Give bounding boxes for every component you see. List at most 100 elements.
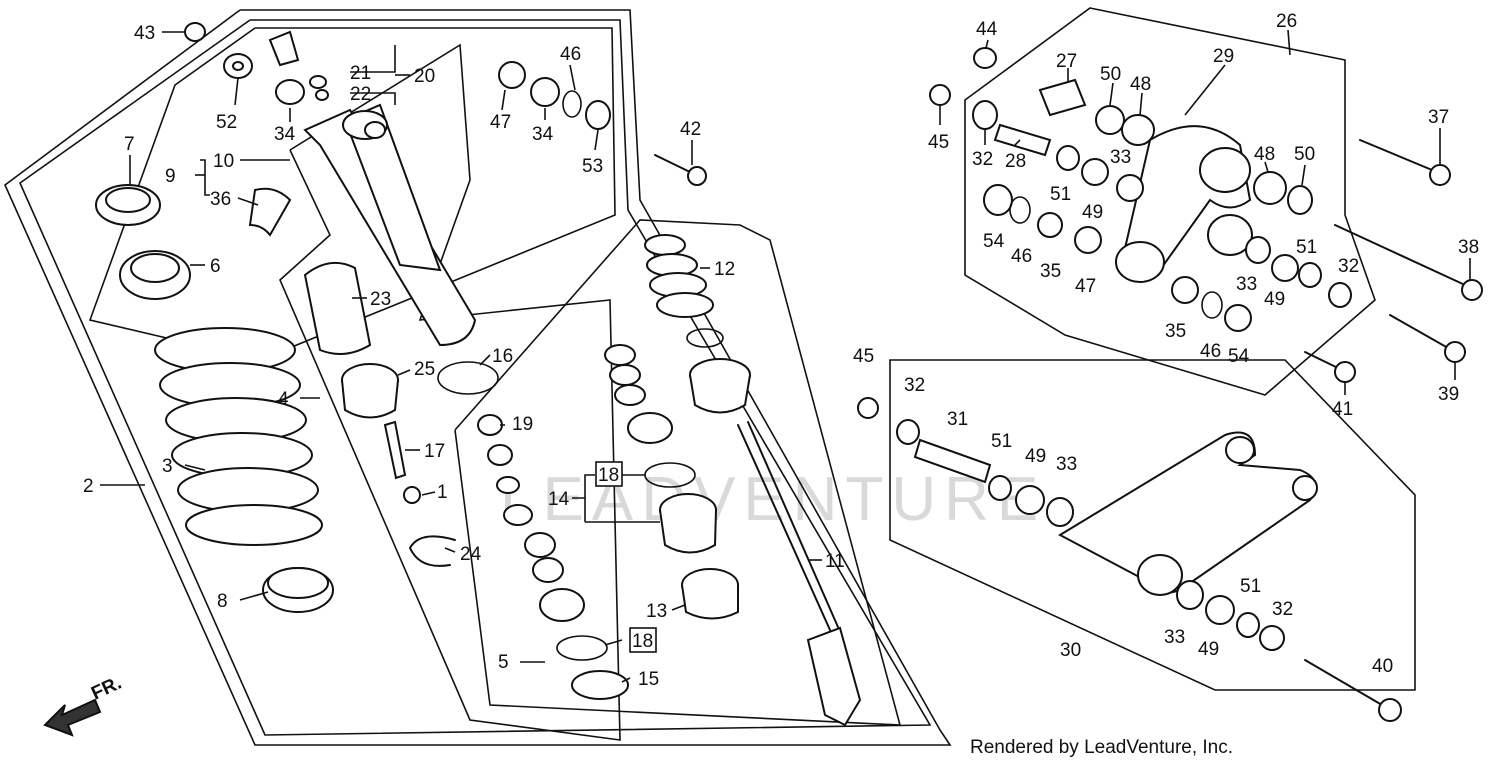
callout-6: 6 [210,256,221,277]
callout-46-b: 46 [1011,246,1032,267]
shock-assembly-outline [4,9,952,746]
callout-2: 2 [83,476,94,497]
nut-43 [184,22,206,42]
shock-link-30 [1057,431,1318,596]
callout-49-d: 49 [1198,639,1219,660]
callout-45-a: 45 [928,132,949,153]
lock-nut-lower [119,250,191,300]
callout-43: 43 [134,23,155,44]
callout-28: 28 [1005,151,1026,172]
callout-34-a: 34 [274,124,296,145]
callout-3: 3 [162,456,173,477]
callout-25: 25 [414,359,435,380]
reservoir-cap-25 [341,363,399,419]
callout-16: 16 [492,346,513,367]
callout-51-d: 51 [1240,576,1261,597]
damper-rod-outline [454,219,902,726]
callout-33-c: 33 [1056,454,1077,475]
circlip-24 [409,535,456,567]
callout-32-b: 32 [1338,256,1359,277]
callout-39: 39 [1438,384,1459,405]
callout-51-b: 51 [1296,237,1317,258]
lock-nut-upper [95,184,161,226]
callout-9: 9 [165,166,176,187]
callout-45-b: 45 [853,346,874,367]
callout-33-a: 33 [1110,147,1131,168]
callout-12: 12 [714,259,735,280]
callout-42: 42 [680,119,701,140]
cylinder-cap [689,358,751,414]
callout-10: 10 [213,151,234,172]
boxed-callout-18-lower [629,627,657,653]
callout-24: 24 [460,544,482,565]
callout-1: 1 [437,482,448,503]
callout-41: 41 [1332,399,1353,420]
callout-labels: 1 2 3 4 5 6 7 8 9 10 11 12 13 14 15 16 1… [83,11,1479,690]
callout-54-a: 54 [983,231,1005,252]
callout-26: 26 [1276,11,1297,32]
caution-label-36 [248,187,292,237]
callout-51-c: 51 [991,431,1012,452]
callout-47-a: 47 [490,112,511,133]
callout-14: 14 [548,489,570,510]
callout-23: 23 [370,289,391,310]
bushing-20 [268,30,329,105]
nut-44 [973,47,997,69]
callout-50-a: 50 [1100,64,1121,85]
callout-21: 21 [350,63,371,84]
callout-29: 29 [1213,46,1234,67]
collar-28 [993,123,1052,157]
callout-53: 53 [582,156,603,177]
callout-22: 22 [350,84,371,105]
arm-bearings [972,100,1352,332]
bump-rubber-12 [644,234,714,318]
bolt-39 [1389,314,1466,363]
bolt-40 [1304,659,1402,722]
callout-32-c: 32 [904,375,925,396]
callout-51-a: 51 [1050,184,1071,205]
shock-arm-29 [1115,125,1253,283]
nut-45-upper [929,84,951,106]
rod-bearings [896,419,1285,651]
callout-46-a: 46 [560,44,581,65]
callout-40: 40 [1372,656,1393,677]
callout-7: 7 [124,134,135,155]
callout-27: 27 [1056,51,1077,72]
callout-18-lower: 18 [632,631,653,652]
callout-5: 5 [498,652,509,673]
bolt-37 [1359,139,1451,186]
callout-11: 11 [825,551,845,572]
damper-body [303,103,477,347]
collar-47 [498,61,526,89]
collar-31 [913,438,992,484]
callout-35-b: 35 [1165,321,1186,342]
callout-44: 44 [976,19,998,40]
circlip-12 [686,328,724,348]
callout-8: 8 [217,591,228,612]
callout-34-b: 34 [532,124,554,145]
washer-53 [585,100,611,130]
dust-seal-34 [530,77,560,107]
collar-27 [1038,78,1087,117]
callout-50-b: 50 [1294,144,1315,165]
callout-54-b: 54 [1228,346,1250,367]
callout-37: 37 [1428,107,1449,128]
callout-35-a: 35 [1040,261,1061,282]
valve-cap-1 [403,486,421,504]
shock-body-outline [279,43,621,741]
bolt-41 [1304,351,1356,383]
callout-49-b: 49 [1264,289,1285,310]
callout-32-a: 32 [972,149,993,170]
bladder-23 [303,261,372,355]
callout-49-c: 49 [1025,446,1046,467]
air-valve-17 [383,420,407,480]
callout-30: 30 [1060,640,1081,661]
piston-parts [477,344,739,700]
leader-lines [100,29,1471,683]
callout-13: 13 [646,601,667,622]
callout-36: 36 [210,189,231,210]
rod-assembly-outline [889,359,1416,691]
callout-52: 52 [216,112,237,133]
callout-20: 20 [414,66,435,87]
